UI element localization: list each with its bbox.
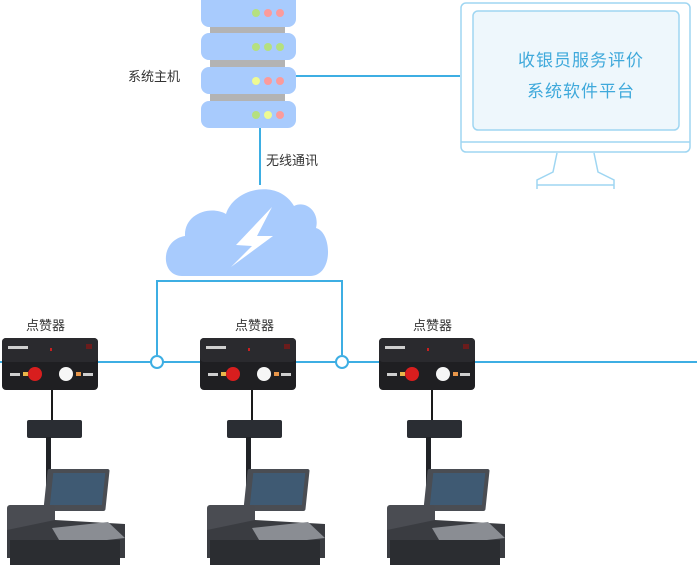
pos-terminal-icon xyxy=(6,389,126,566)
clicker-device-icon xyxy=(379,338,475,390)
platform-title-line-2: 系统软件平台 xyxy=(527,82,635,102)
pos-terminal-icon xyxy=(386,389,506,566)
clicker-label: 点赞器 xyxy=(235,319,275,334)
platform-title-line-1: 收银员服务评价 xyxy=(518,51,644,71)
clicker-device-icon xyxy=(2,338,98,390)
link-label: 无线通讯 xyxy=(266,154,319,169)
cloud-bracket-line xyxy=(156,280,343,355)
clicker-label: 点赞器 xyxy=(413,319,453,334)
pos-terminal-icon xyxy=(206,389,326,566)
clicker-device-icon xyxy=(200,338,296,390)
junction-node-left xyxy=(150,355,164,369)
host-label: 系统主机 xyxy=(128,70,181,85)
clicker-label: 点赞器 xyxy=(26,319,66,334)
junction-node-right xyxy=(335,355,349,369)
